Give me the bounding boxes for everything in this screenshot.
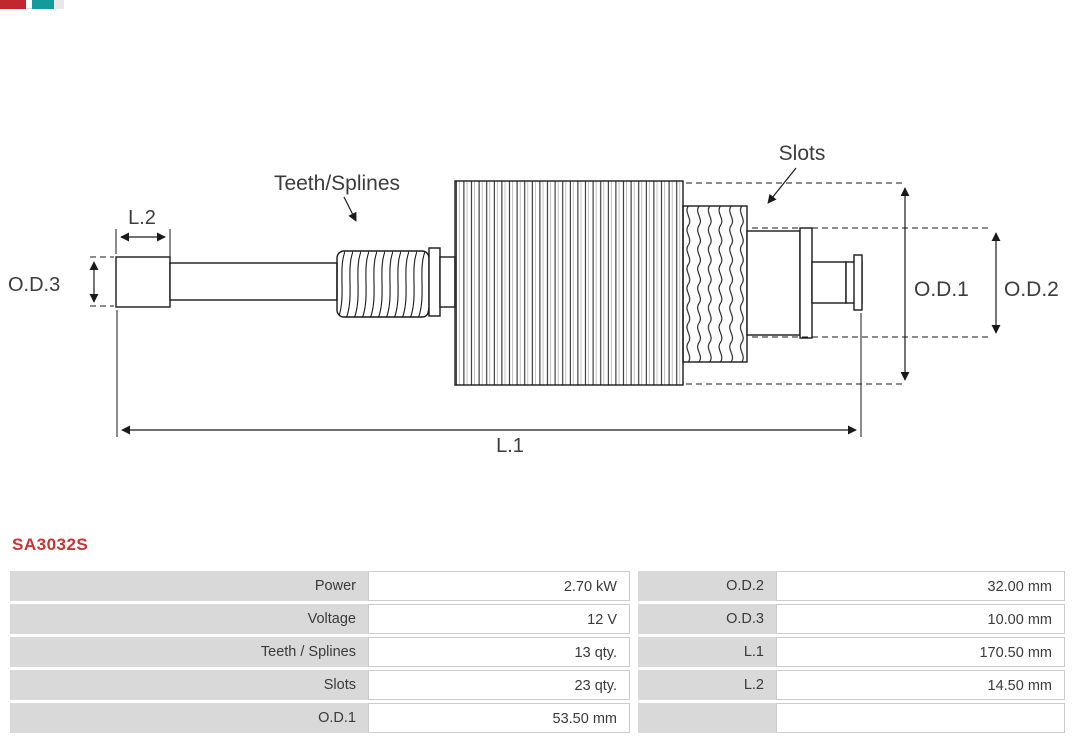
dimension-lines [89,167,1001,435]
spec-label-voltage: Voltage [10,604,368,634]
label-l1: L.1 [496,435,524,457]
spacer-ring-1 [428,247,441,317]
spacer-ring-2 [439,256,456,308]
logo-teal-segment [32,0,54,9]
spline-section [336,250,430,318]
part-number: SA3032S [12,535,89,554]
shaft-end-right [811,261,847,304]
spec-value-l1: 170.50 mm [776,637,1065,667]
spec-label-l1: L.1 [638,637,776,667]
bearing-flange [799,227,813,339]
column-gap [630,571,638,601]
shaft-section [169,262,338,301]
spec-label-l2: L.2 [638,670,776,700]
spec-label-power: Power [10,571,368,601]
label-slots: Slots [779,142,826,165]
armature-body [115,180,863,386]
column-gap [630,604,638,634]
extension-lines [115,229,862,437]
spec-value-power: 2.70 kW [368,571,630,601]
label-teeth-splines: Teeth/Splines [274,172,400,195]
spec-value-l2: 14.50 mm [776,670,1065,700]
spec-value-od1: 53.50 mm [368,703,630,733]
spec-label-od2: O.D.2 [638,571,776,601]
commutator-hub [746,230,801,336]
spec-value-od3: 10.00 mm [776,604,1065,634]
spec-row-od1-empty: O.D.1 53.50 mm [10,703,1065,733]
spec-value-empty [776,703,1065,733]
armature-diagram: Teeth/Splines Slots L.2 O.D.3 O.D.1 O.D.… [8,142,1059,457]
leader-teeth-splines [343,196,357,222]
spec-label-teeth: Teeth / Splines [10,637,368,667]
spec-label-od3: O.D.3 [638,604,776,634]
spec-value-teeth: 13 qty. [368,637,630,667]
spec-row-slots-l2: Slots 23 qty. L.2 14.50 mm [10,670,1065,700]
label-l2: L.2 [128,207,156,229]
spec-label-slots: Slots [10,670,368,700]
spec-row-teeth-l1: Teeth / Splines 13 qty. L.1 170.50 mm [10,637,1065,667]
column-gap [630,670,638,700]
shaft-end-left [115,256,171,308]
spec-value-voltage: 12 V [368,604,630,634]
as-logo [0,0,64,9]
spec-value-od2: 32.00 mm [776,571,1065,601]
commutator [682,205,748,363]
label-od3: O.D.3 [8,274,60,296]
spec-row-voltage-od3: Voltage 12 V O.D.3 10.00 mm [10,604,1065,634]
logo-red-segment [0,0,26,9]
label-od1: O.D.1 [914,278,969,301]
spec-table: Power 2.70 kW O.D.2 32.00 mm Voltage 12 … [10,571,1065,736]
leader-slots [767,167,797,204]
column-gap [630,637,638,667]
spec-row-power-od2: Power 2.70 kW O.D.2 32.00 mm [10,571,1065,601]
logo-white-segment [26,0,32,9]
end-disc [853,254,863,311]
column-gap [630,703,638,733]
logo-gray-segment [54,0,64,9]
label-od2: O.D.2 [1004,278,1059,301]
spec-label-empty [638,703,776,733]
spec-value-slots: 23 qty. [368,670,630,700]
armature-core [454,180,684,386]
projection-lines [90,182,992,385]
spec-label-od1: O.D.1 [10,703,368,733]
